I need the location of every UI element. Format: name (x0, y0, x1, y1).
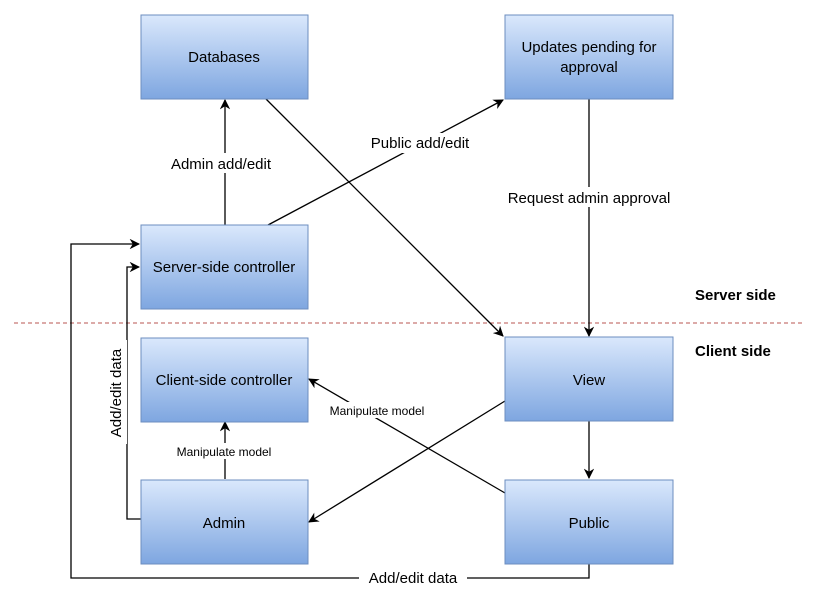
edge-label-request-admin-approval: Request admin approval (494, 187, 684, 207)
svg-text:Databases: Databases (188, 49, 260, 66)
node-updates-pending: Updates pending for approval (504, 14, 674, 100)
svg-text:Manipulate model: Manipulate model (177, 445, 272, 459)
region-label-client-side: Client side (695, 343, 771, 360)
edge-databases-to-view (265, 98, 504, 337)
svg-text:Client-side controller: Client-side controller (156, 372, 293, 389)
svg-text:Add/edit data: Add/edit data (108, 348, 125, 437)
node-server-side-controller: Server-side controller (140, 224, 309, 310)
svg-text:Server-side controller: Server-side controller (153, 259, 296, 276)
svg-text:Admin: Admin (203, 515, 246, 532)
svg-text:Request admin approval: Request admin approval (508, 190, 671, 207)
region-label-server-side: Server side (695, 287, 776, 304)
svg-text:View: View (573, 372, 605, 389)
svg-text:Public: Public (569, 515, 610, 532)
svg-text:Admin add/edit: Admin add/edit (171, 156, 272, 173)
edge-label-add-edit-data-public: Add/edit data (359, 569, 467, 587)
node-databases: Databases (140, 14, 309, 100)
edge-label-manipulate-model-public: Manipulate model (318, 402, 438, 418)
edge-server-controller-to-updates (267, 99, 504, 226)
node-client-side-controller: Client-side controller (140, 337, 309, 423)
edge-admin-to-server-controller (126, 261, 141, 520)
edge-label-public-add-edit: Public add/edit (360, 133, 480, 153)
node-public: Public (504, 479, 674, 565)
edge-view-to-admin (308, 400, 506, 523)
edge-label-admin-add-edit: Admin add/edit (160, 153, 288, 173)
svg-text:Add/edit data: Add/edit data (369, 570, 458, 587)
svg-text:Public add/edit: Public add/edit (371, 135, 470, 152)
node-admin: Admin (140, 479, 309, 565)
svg-text:Manipulate model: Manipulate model (330, 404, 425, 418)
svg-text:approval: approval (560, 59, 618, 76)
edge-public-to-client-controller (308, 378, 506, 494)
edge-label-manipulate-model-admin: Manipulate model (165, 443, 283, 459)
edge-label-add-edit-data-admin: Add/edit data (107, 340, 127, 444)
edge-public-to-server-controller (70, 238, 590, 579)
node-view: View (504, 336, 674, 422)
svg-text:Updates pending for: Updates pending for (521, 39, 656, 56)
